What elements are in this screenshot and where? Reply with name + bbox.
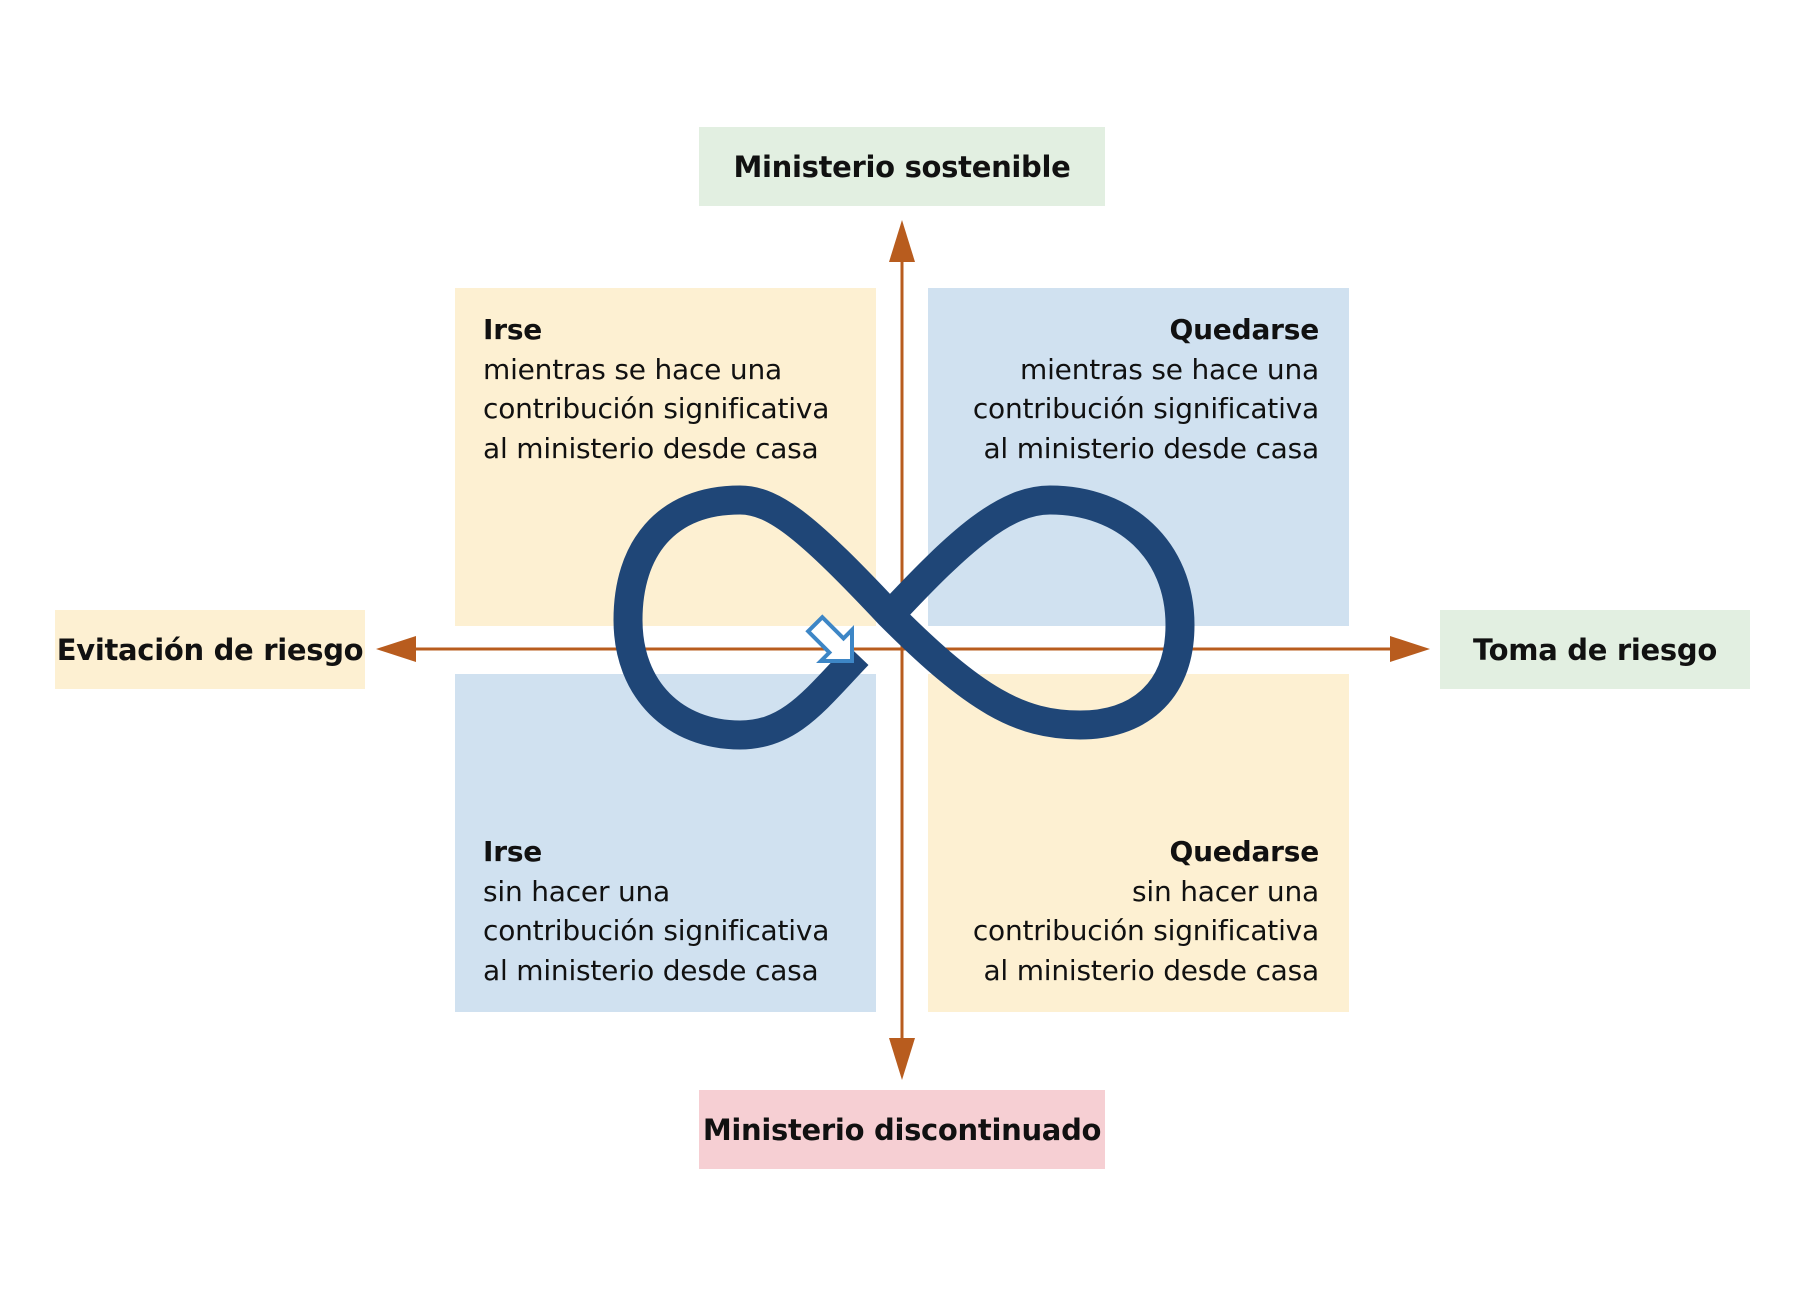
bottom-axis-label: Ministerio discontinuado [699, 1090, 1105, 1169]
quadrant-text-line: contribución significativa [972, 392, 1319, 425]
right-axis-label: Toma de riesgo [1440, 610, 1750, 689]
quadrant-title: Irse [483, 835, 543, 868]
left-axis-label: Evitación de riesgo [55, 610, 365, 689]
quadrant-bottom-right: Quedarse sin hacer una contribución sign… [928, 674, 1349, 1012]
quadrant-text-line: al ministerio desde casa [983, 953, 1319, 987]
quadrant-text-line: al ministerio desde casa [483, 953, 819, 987]
quadrant-bottom-left: Irse sin hacer una contribución signific… [455, 674, 876, 1012]
quadrant-top-right: Quedarse mientras se hace una contribuci… [928, 288, 1349, 626]
quadrant-text-line: mientras se hace una [1020, 352, 1319, 386]
quadrant-title: Quedarse [1169, 313, 1319, 346]
quadrant-top-left: Irse mientras se hace una contribución s… [455, 288, 876, 626]
quadrant-text-line: mientras se hace una [483, 352, 782, 386]
quadrant-text-line: contribución significativa [972, 914, 1319, 947]
axis-arrowhead-down-icon [889, 1038, 915, 1080]
quadrant-text-line: al ministerio desde casa [983, 431, 1319, 465]
top-axis-label: Ministerio sostenible [699, 127, 1105, 206]
axis-arrowhead-up-icon [889, 220, 915, 262]
quadrant-title: Quedarse [1169, 835, 1319, 868]
quadrant-title: Irse [483, 313, 543, 346]
axis-arrowhead-right-icon [1390, 636, 1430, 662]
quadrant-text-line: contribución significativa [483, 914, 830, 947]
quadrant-text-line: sin hacer una [1131, 874, 1319, 908]
axis-arrowhead-left-icon [376, 636, 416, 662]
quadrant-text-line: contribución significativa [483, 392, 830, 425]
quadrant-text-line: sin hacer una [483, 874, 671, 908]
quadrant-text-line: al ministerio desde casa [483, 431, 819, 465]
